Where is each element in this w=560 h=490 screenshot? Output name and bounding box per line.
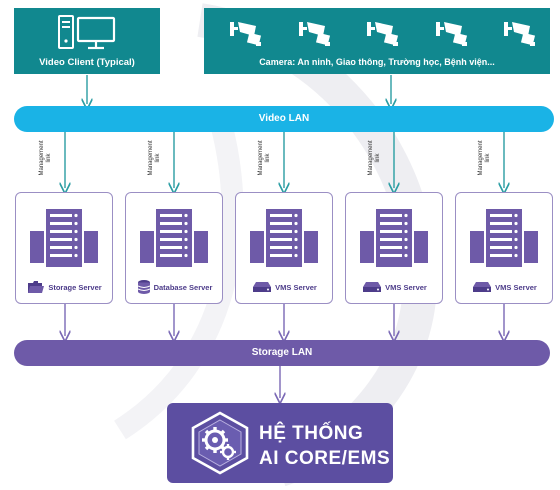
- gear-icon: [191, 411, 249, 475]
- storage-lan-bar: Storage LAN: [14, 340, 550, 366]
- ai-core-title-line1: HỆ THỐNG: [259, 423, 364, 444]
- camera-icon: [298, 22, 330, 46]
- camera-icon: [504, 22, 536, 46]
- vms-server-label-row: VMS Server: [352, 279, 438, 295]
- camera-group-label: Camera: An ninh, Giao thông, Trường học,…: [259, 57, 495, 67]
- folder-icon: [28, 281, 45, 293]
- video-lan-label: Video LAN: [258, 113, 310, 124]
- storage-server-box: Storage Server: [15, 192, 113, 304]
- database-icon: [137, 280, 150, 294]
- ai-core-title-line2: AI CORE/EMS: [259, 448, 391, 469]
- drive-icon: [473, 282, 492, 292]
- video-lan-bar: Video LAN: [14, 106, 554, 132]
- vms-server-box-2: VMS Server: [345, 192, 443, 304]
- server-rack-icon: [236, 207, 332, 274]
- video-client-label: Video Client (Typical): [39, 57, 135, 68]
- database-server-label-row: Database Server: [132, 279, 218, 295]
- vms-server-label: VMS Server: [495, 282, 537, 292]
- camera-group-box: Camera: An ninh, Giao thông, Trường học,…: [204, 8, 550, 74]
- video-client-box: Video Client (Typical): [14, 8, 160, 74]
- camera-icon: [367, 22, 399, 46]
- vms-server-label-row: VMS Server: [462, 279, 548, 295]
- camera-icon: [435, 22, 467, 46]
- camera-icon-row: [228, 18, 538, 52]
- ai-core-box: HỆ THỐNG AI CORE/EMS: [167, 403, 393, 483]
- server-rack-icon: [126, 207, 222, 274]
- database-server-label: Database Server: [153, 282, 213, 292]
- server-rack-icon: [456, 207, 552, 274]
- storage-server-label: Storage Server: [48, 282, 102, 292]
- vms-server-box-3: VMS Server: [455, 192, 553, 304]
- vms-server-label: VMS Server: [275, 282, 317, 292]
- drive-icon: [253, 282, 272, 292]
- server-rack-icon: [346, 207, 442, 274]
- server-rack-icon: [16, 207, 112, 274]
- storage-server-label-row: Storage Server: [22, 279, 108, 295]
- vms-server-label: VMS Server: [385, 282, 427, 292]
- database-server-box: Database Server: [125, 192, 223, 304]
- camera-icon: [230, 22, 262, 46]
- vms-server-label-row: VMS Server: [242, 279, 328, 295]
- computer-icon: [58, 15, 116, 50]
- drive-icon: [363, 282, 382, 292]
- storage-lan-label: Storage LAN: [251, 347, 313, 358]
- vms-server-box-1: VMS Server: [235, 192, 333, 304]
